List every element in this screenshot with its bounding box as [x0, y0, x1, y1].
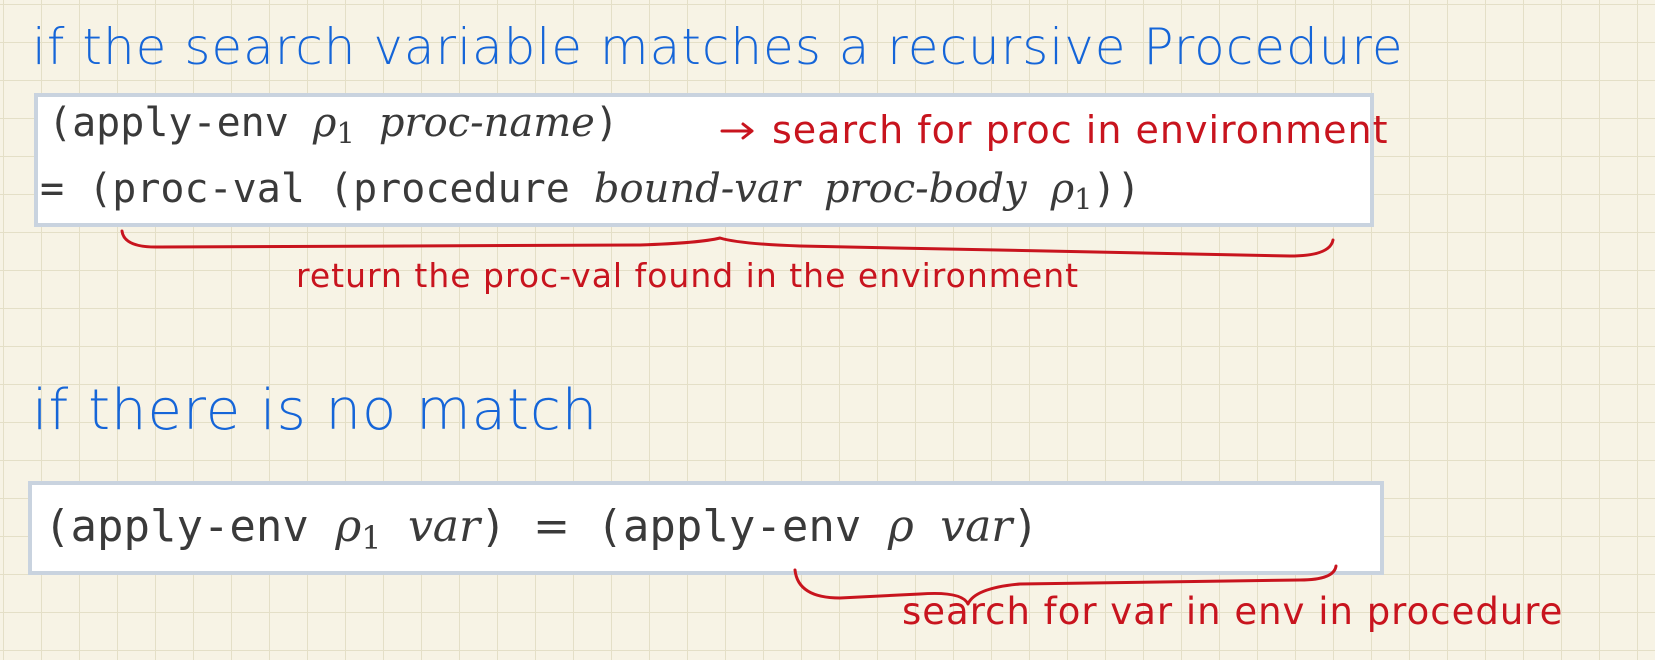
code-box-no-match	[28, 481, 1384, 575]
rho-subscript: 1	[1074, 182, 1093, 217]
rho-subscript: 1	[361, 520, 382, 557]
rho-symbol: ρ	[887, 501, 914, 552]
proc-name-arg: proc-name	[378, 100, 595, 146]
code-close: ))	[1092, 166, 1141, 212]
code-open: (apply-env	[48, 100, 289, 146]
annotation-return-proc-val: return the proc-val found in the environ…	[296, 256, 1080, 295]
var-arg: var	[940, 501, 1013, 552]
code-open: (apply-env	[44, 501, 309, 552]
rho-symbol: ρ	[335, 501, 362, 552]
equals-sign: =	[533, 501, 570, 552]
code-line-proc-val: = (proc-val (procedure bound-var proc-bo…	[40, 166, 1141, 216]
code-close: )	[1012, 501, 1039, 552]
heading-recursive-match: if the search variable matches a recursi…	[32, 18, 1404, 76]
rho-symbol: ρ	[1050, 166, 1075, 212]
annotation-search-var: search for var in env in procedure	[902, 590, 1564, 633]
rho-subscript: 1	[336, 116, 355, 151]
heading-no-match: if there is no match	[32, 378, 599, 443]
code-open: (apply-env	[596, 501, 862, 552]
equals-sign: =	[40, 166, 65, 212]
code-close: )	[594, 100, 619, 146]
annotation-search-proc: search for proc in environment	[772, 108, 1389, 152]
code-open: (proc-val (procedure	[88, 166, 570, 212]
code-line-apply-env-var: (apply-env ρ1 var) = (apply-env ρ var)	[44, 501, 1039, 557]
arrow-icon	[720, 122, 754, 140]
var-arg: var	[407, 501, 481, 552]
code-close: )	[480, 501, 507, 552]
code-box-recursive	[34, 93, 1374, 227]
brace-under-proc-val	[120, 229, 1335, 258]
proc-body-arg: proc-body	[823, 166, 1027, 212]
bound-var-arg: bound-var	[593, 166, 800, 212]
code-line-apply-env-proc-name: (apply-env ρ1 proc-name)	[48, 100, 619, 150]
brace-under-apply-env	[793, 564, 1338, 606]
rho-symbol: ρ	[312, 100, 337, 146]
